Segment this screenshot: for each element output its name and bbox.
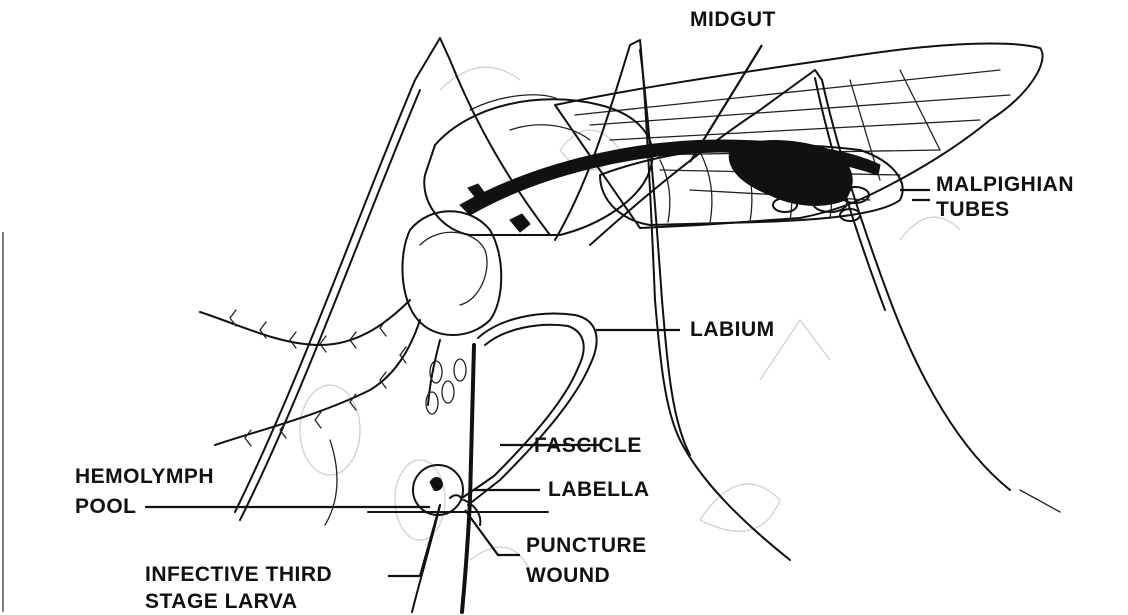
palps (426, 340, 466, 414)
label-puncture-wound-line2: WOUND (526, 564, 610, 588)
label-malpighian-tubes-line1: MALPIGHIAN (936, 173, 1074, 197)
antennae (200, 300, 420, 446)
eye (420, 232, 487, 305)
label-fascicle: FASCICLE (534, 434, 642, 458)
label-labella: LABELLA (548, 478, 650, 502)
label-hemolymph-pool-line1: HEMOLYMPH (75, 465, 214, 489)
label-infective-larva-line1: INFECTIVE THIRD (145, 563, 332, 587)
label-infective-larva-line2: STAGE LARVA (145, 590, 298, 614)
label-labium: LABIUM (690, 318, 775, 342)
thorax (424, 99, 652, 235)
label-hemolymph-pool-line2: POOL (75, 495, 137, 519)
fascicle (462, 345, 474, 612)
label-midgut: MIDGUT (690, 8, 776, 32)
label-malpighian-tubes-line2: TUBES (936, 198, 1010, 222)
label-puncture-wound-line1: PUNCTURE (526, 534, 647, 558)
